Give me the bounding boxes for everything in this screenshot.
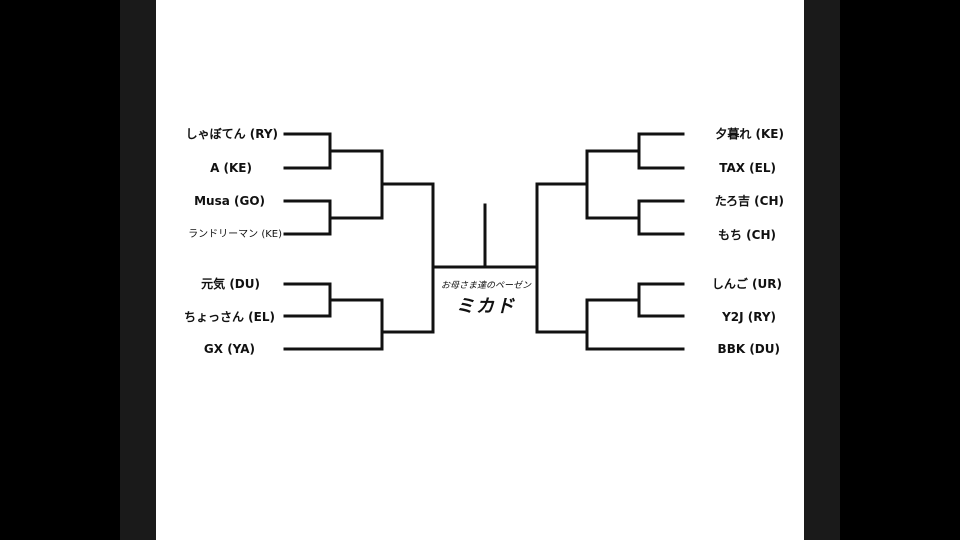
tournament-logo: お母さま達のペーゼン ミカド — [438, 270, 534, 330]
right-r1-match-1 — [637, 132, 685, 170]
left-r1-match-2 — [283, 199, 332, 236]
letterbox-bar-right — [804, 0, 840, 540]
right-r2-match-1 — [585, 149, 641, 220]
left-entry-6: ちょっさん (EL) — [184, 310, 275, 324]
left-entry-4: ランドリーマン (KE) — [188, 229, 282, 240]
right-r1-match-2 — [637, 199, 685, 236]
left-entry-1: しゃぼてん (RY) — [185, 127, 278, 141]
right-entry-4: もち (CH) — [718, 228, 776, 242]
left-entry-2: A (KE) — [210, 161, 252, 175]
left-entry-7: GX (YA) — [203, 342, 255, 356]
left-semifinal — [380, 182, 435, 334]
right-r2-match-2 — [585, 298, 685, 351]
right-entry-5: しんご (UR) — [711, 277, 782, 291]
right-entry-7: BBK (DU) — [717, 342, 780, 356]
logo-subtitle: お母さま達のペーゼン — [440, 281, 531, 291]
right-entry-6: Y2J (RY) — [722, 310, 776, 324]
left-r2-match-2 — [283, 298, 384, 351]
right-semifinal — [535, 182, 589, 334]
left-r2-match-1 — [328, 149, 384, 220]
right-r1-match-3 — [637, 282, 685, 318]
left-r1-match-3 — [283, 282, 332, 318]
letterbox-bar-left — [120, 0, 156, 540]
left-entry-5: 元気 (DU) — [201, 277, 260, 291]
logo-title: ミカド — [456, 296, 516, 317]
right-entry-2: TAX (EL) — [719, 161, 776, 175]
right-entry-1: 夕暮れ (KE) — [715, 127, 784, 141]
bracket-canvas — [156, 0, 804, 540]
left-entry-3: Musa (GO) — [194, 194, 265, 208]
right-entry-3: たろ吉 (CH) — [714, 194, 784, 208]
left-r1-match-1 — [283, 132, 332, 170]
